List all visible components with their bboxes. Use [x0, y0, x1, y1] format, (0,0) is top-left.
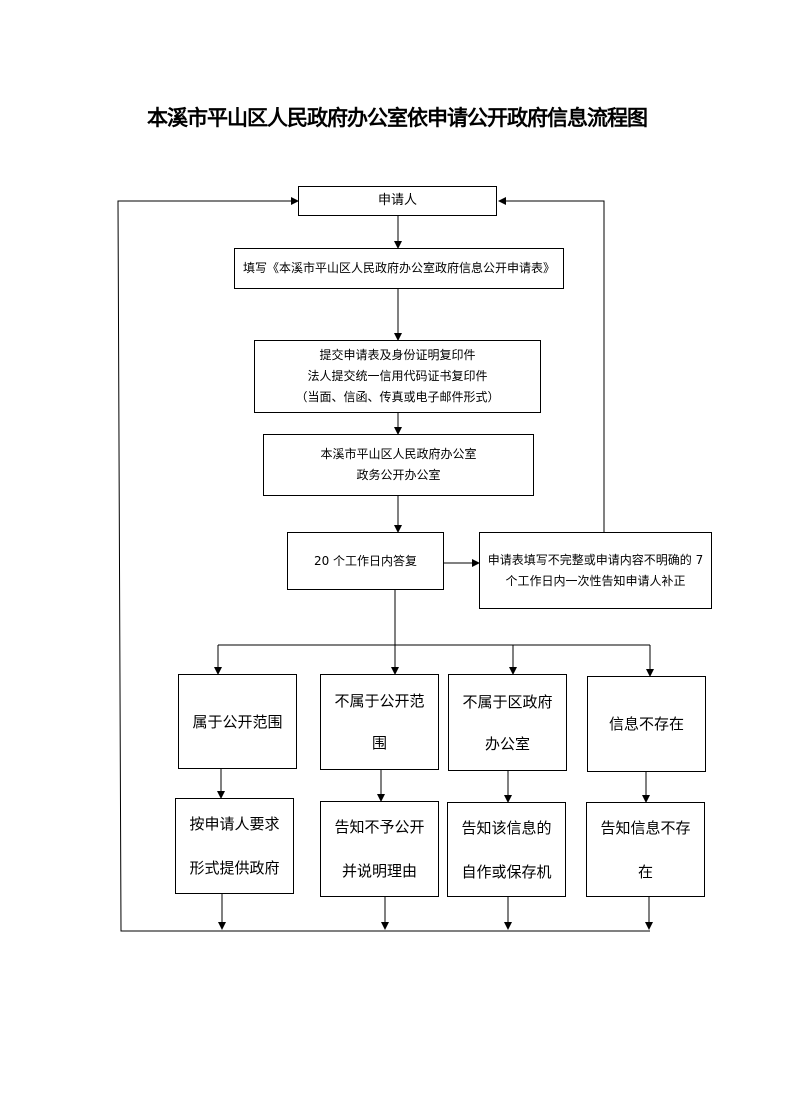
- node-submit-line-3: （当面、信函、传真或电子邮件形式）: [295, 390, 500, 404]
- feedback-line-incomplete: [498, 197, 605, 532]
- node-cat-public: 属于公开范围: [178, 674, 297, 769]
- node-fill-form-text: 填写《本溪市平山区人民政府办公室政府信息公开申请表》: [242, 261, 555, 275]
- node-res-not-office-line-1: 告知该信息的: [461, 818, 552, 837]
- node-reply: 20 个工作日内答复: [287, 532, 444, 590]
- node-office: 本溪市平山区人民政府办公室 政务公开办公室: [263, 434, 534, 496]
- node-incomplete: 申请表填写不完整或申请内容不明确的 7 个工作日内一次性告知申请人补正: [479, 532, 712, 609]
- node-cat-not-exist-text: 信息不存在: [608, 715, 684, 733]
- node-res-public-line-2: 形式提供政府: [189, 859, 280, 877]
- node-cat-not-office-line-2: 办公室: [484, 734, 530, 753]
- node-cat-not-public: 不属于公开范 围: [320, 674, 439, 770]
- node-office-line-2: 政务公开办公室: [356, 468, 441, 482]
- node-cat-public-text: 属于公开范围: [192, 712, 283, 731]
- node-res-not-public-line-2: 并说明理由: [341, 862, 417, 880]
- page-title: 本溪市平山区人民政府办公室依申请公开政府信息流程图: [147, 106, 648, 130]
- node-submit-line-2: 法人提交统一信用代码证书复印件: [307, 369, 488, 383]
- node-res-not-public-line-1: 告知不予公开: [334, 818, 425, 836]
- node-reply-text: 20 个工作日内答复: [313, 553, 418, 568]
- node-incomplete-line-1: 申请表填写不完整或申请内容不明确的 7: [487, 552, 704, 567]
- node-applicant-text: 申请人: [377, 193, 417, 208]
- node-cat-not-public-line-1: 不属于公开范: [334, 692, 425, 710]
- node-res-not-exist-line-2: 在: [637, 862, 653, 881]
- node-fill-form: 填写《本溪市平山区人民政府办公室政府信息公开申请表》: [234, 248, 564, 289]
- node-cat-not-exist: 信息不存在: [587, 676, 706, 772]
- node-office-line-1: 本溪市平山区人民政府办公室: [320, 447, 477, 461]
- node-res-not-public: 告知不予公开 并说明理由: [320, 801, 439, 897]
- node-cat-not-public-line-2: 围: [371, 734, 387, 752]
- node-res-not-office: 告知该信息的 自作或保存机: [447, 802, 566, 897]
- node-cat-not-office-line-1: 不属于区政府: [462, 692, 553, 711]
- node-applicant: 申请人: [298, 186, 497, 216]
- node-res-public-line-1: 按申请人要求: [189, 815, 280, 833]
- node-res-not-office-line-2: 自作或保存机: [461, 862, 552, 881]
- node-res-public: 按申请人要求 形式提供政府: [175, 798, 294, 894]
- node-submit-line-1: 提交申请表及身份证明复印件: [319, 348, 476, 362]
- return-line-bottom: [117, 197, 650, 932]
- node-submit: 提交申请表及身份证明复印件 法人提交统一信用代码证书复印件 （当面、信函、传真或…: [254, 340, 541, 413]
- node-res-not-exist: 告知信息不存 在: [586, 802, 705, 897]
- node-res-not-exist-line-1: 告知信息不存: [600, 818, 691, 837]
- node-cat-not-office: 不属于区政府 办公室: [448, 674, 567, 771]
- node-incomplete-line-2: 个工作日内一次性告知申请人补正: [505, 573, 686, 588]
